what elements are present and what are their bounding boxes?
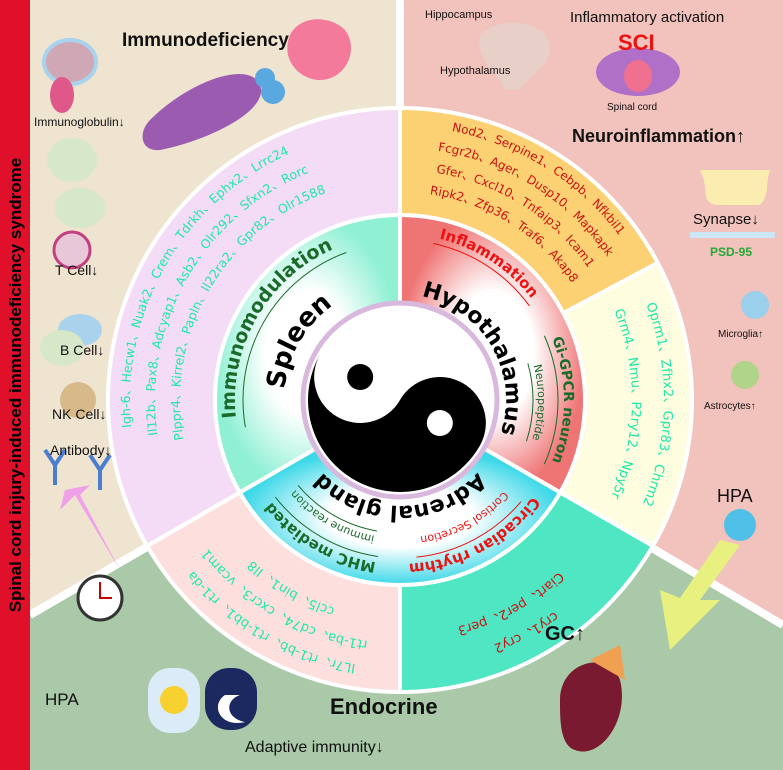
immune-reaction-label-underline <box>297 485 377 532</box>
neuropeptide-label-path: Neuropeptide <box>529 363 548 442</box>
clock-hands-icon <box>99 582 112 599</box>
neuropeptide-label-underline <box>526 363 534 442</box>
antibody-icon <box>43 448 112 490</box>
t-cell-icon <box>47 138 97 182</box>
inflammation-label-underline <box>433 243 530 307</box>
side-bar <box>0 0 30 770</box>
psd95-icon <box>690 232 775 238</box>
inflammatory-activation-label: Inflammatory activation <box>570 9 724 26</box>
yin-yang-dot <box>426 410 453 436</box>
antibody-label: Antibody↓ <box>50 442 111 458</box>
immunodeficiency-title: Immunodeficiency <box>122 30 289 51</box>
astrocytes-label: Astrocytes↑ <box>704 401 756 412</box>
immunoglobulin-label: Immunoglobulin↓ <box>34 115 125 129</box>
arrow-icon <box>660 540 740 650</box>
synapse-icon <box>700 170 770 205</box>
spleen-organ-icon <box>142 73 262 151</box>
spleen-panel: Immunodeficiency Immunoglobulin↓ T Cell↓… <box>34 19 351 570</box>
t-cell-label: T Cell↓ <box>55 262 98 278</box>
yin-yang-black <box>308 354 486 492</box>
synapse-label: Synapse↓ <box>693 211 759 228</box>
microglia-label: Microglia↑ <box>718 329 763 340</box>
kidney-icon <box>560 662 622 752</box>
cell-icon <box>55 188 105 228</box>
hpa-label: HPA <box>717 486 753 506</box>
hpa-label-endocrine: HPA <box>45 690 79 709</box>
cell-icon <box>42 38 98 86</box>
sci-lesion-icon <box>624 60 652 92</box>
hypothalamus-anatomy-label: Hypothalamus <box>440 65 511 77</box>
nk-cell-icon <box>60 382 96 418</box>
hypothalamus-panel: Hippocampus Hypothalamus Inflammatory ac… <box>425 9 775 650</box>
neuroinflammation-label: Neuroinflammation↑ <box>572 126 745 146</box>
yin-yang-dot <box>347 364 374 390</box>
b-cell-label: B Cell↓ <box>60 342 104 358</box>
arrow-icon <box>60 485 120 570</box>
gc-label: GC↑ <box>545 623 585 645</box>
endocrine-title: Endocrine <box>330 694 438 719</box>
nk-cell-label: NK Cell↓ <box>52 406 106 422</box>
cell-icon <box>40 330 84 366</box>
sun-icon <box>160 686 188 714</box>
moon-icon <box>217 695 245 723</box>
wheel: Igh-6、Hecw1、Nuak2、Crem、Tdrkh、Ephx2、Lrrc2… <box>106 105 694 695</box>
lung-icon <box>287 19 351 80</box>
hippocampus-label: Hippocampus <box>425 9 493 21</box>
spinal-cord-label: Spinal cord <box>607 102 657 113</box>
microglia-icon <box>741 291 769 319</box>
psd95-label: PSD-95 <box>710 245 752 259</box>
mhc-mediated-label-underline <box>275 496 379 557</box>
brain-icon <box>479 22 551 90</box>
adaptive-immunity-label: Adaptive immunity↓ <box>245 739 384 756</box>
microglia-icon <box>724 509 756 541</box>
neuropeptide-label: Neuropeptide <box>529 363 548 442</box>
endocrine-panel: GC↑ Endocrine HPA Adaptive immunity↓ <box>45 574 625 756</box>
side-title: Spinal cord injury-induced immunodeficie… <box>6 158 25 612</box>
circadian-rhythm-label-underline <box>416 501 522 558</box>
cell-icon <box>255 68 275 88</box>
immunomodulation-label-underline <box>242 251 347 428</box>
immunoglobulin-icon <box>50 77 74 113</box>
adrenal-icon <box>590 645 625 680</box>
astrocyte-icon <box>731 361 759 389</box>
t-cell-icon <box>52 230 92 270</box>
sci-label: SCI <box>618 30 655 55</box>
gi-gpcr-neuron-label-underline <box>543 335 559 465</box>
